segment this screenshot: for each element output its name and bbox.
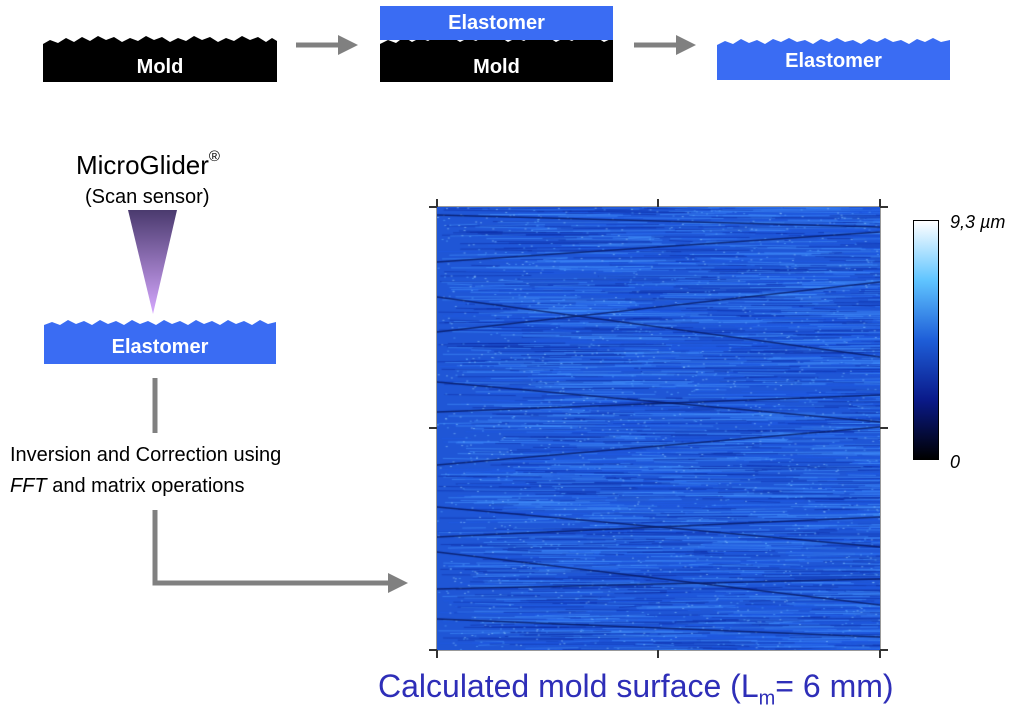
sensor-cone — [128, 210, 177, 314]
trademark-symbol: ® — [208, 148, 220, 165]
elastomer-block-step2 — [380, 6, 613, 40]
caption-subscript: m — [758, 687, 776, 710]
processing-line1: Inversion and Correction using — [10, 444, 282, 466]
mold-block-step2 — [380, 50, 613, 82]
mold-rough-surface-1 — [43, 36, 277, 50]
elastomer-label-step3: Elastomer — [785, 50, 882, 72]
processing-line2-rest: and matrix operations — [46, 475, 245, 497]
sensor-name-text: MicroGlider — [76, 150, 209, 180]
sensor-sample-block — [44, 332, 276, 364]
processing-line2: FFT and matrix operations — [10, 471, 281, 502]
color-scale-bar — [913, 220, 939, 460]
sensor-name: MicroGlider® — [76, 148, 220, 181]
color-scale-min-label: 0 — [950, 452, 961, 472]
processing-description: Inversion and Correction using FFT and m… — [10, 440, 281, 502]
caption-prefix: Calculated mold surface (L — [378, 668, 759, 704]
mold-block-step1 — [43, 50, 277, 82]
process-arrow-1 — [296, 35, 358, 55]
figure-caption: Calculated mold surface (Lm= 6 mm) — [378, 668, 894, 710]
height-map-image — [437, 207, 880, 650]
elastomer-rough-surface-3 — [717, 38, 950, 50]
caption-suffix: = 6 mm) — [775, 668, 894, 704]
mold-label-step2: Mold — [473, 56, 520, 78]
color-scale-max-label: 9,3 µm — [950, 212, 1006, 232]
sensor-sample-label: Elastomer — [111, 336, 209, 358]
fft-text: FFT — [10, 475, 47, 497]
process-arrow-2 — [634, 35, 696, 55]
mold-label-step1: Mold — [136, 56, 184, 78]
elastomer-block-step3 — [717, 50, 950, 80]
sensor-subtitle: (Scan sensor) — [85, 186, 210, 208]
elastomer-label-step2: Elastomer — [448, 12, 545, 34]
sensor-sample-surface — [44, 320, 276, 335]
